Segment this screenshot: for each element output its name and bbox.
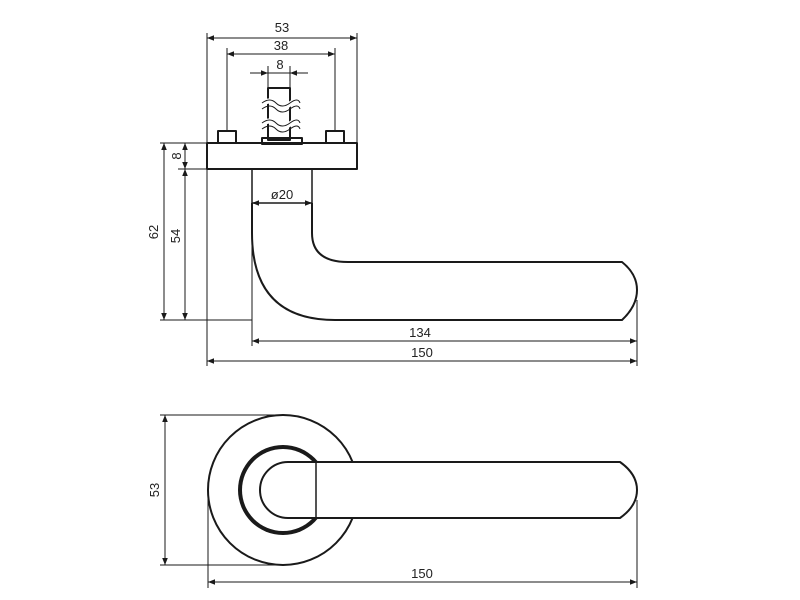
screw-head-left: [217, 130, 237, 144]
lever-top: [259, 461, 638, 519]
dim-label-rose-width: 53: [275, 20, 289, 35]
dim-label-screw-spacing: 38: [274, 38, 288, 53]
dim-lever-height: 54: [160, 169, 252, 321]
dim-rose-thickness: 8: [169, 142, 207, 170]
dim-label-lever-height: 54: [168, 229, 183, 243]
top-view: 53 150: [147, 414, 638, 588]
spindle: [260, 87, 303, 145]
dim-label-total-height: 62: [146, 225, 161, 239]
dim-rose-width: 53: [206, 20, 358, 143]
rose-plate: [206, 142, 358, 170]
dim-total-length: 150: [206, 169, 637, 366]
dim-screw-spacing: 38: [226, 38, 336, 131]
dim-label-spindle: 8: [276, 57, 283, 72]
dim-label-rose-thickness: 8: [169, 152, 184, 159]
dim-label-lever-length: 134: [409, 325, 431, 340]
dim-label-total-length: 150: [411, 345, 433, 360]
dim-total-height: 62: [146, 142, 207, 320]
dim-spindle: 8: [250, 57, 308, 88]
dim-label-bar-diameter: ø20: [271, 187, 293, 202]
side-view: 53 38 8 8 54: [146, 20, 638, 366]
lever-body: [251, 203, 638, 321]
dim-label-rose-diameter: 53: [147, 483, 162, 497]
dim-top-total-length: 150: [207, 490, 638, 588]
dim-bar-diameter: ø20: [252, 187, 312, 206]
screw-head-right: [325, 130, 345, 144]
dim-rose-diameter: 53: [147, 414, 283, 566]
dim-label-top-total-length: 150: [411, 566, 433, 581]
dim-lever-length: 134: [251, 233, 638, 366]
